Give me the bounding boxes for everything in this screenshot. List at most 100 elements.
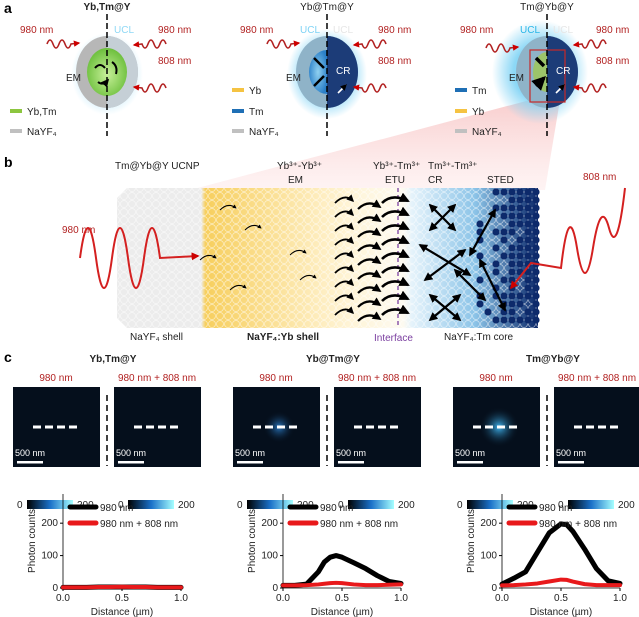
tm-ion <box>508 316 515 323</box>
tm-ion <box>524 284 531 291</box>
scale-bar <box>237 461 263 464</box>
ucl-label-dim: UCL <box>553 25 573 36</box>
tm-ion <box>532 308 539 315</box>
group-title: Tm@Yb@Y <box>526 354 580 365</box>
scale-bar-label: 500 nm <box>235 448 265 458</box>
tm-ion <box>500 276 507 283</box>
tm-ion <box>492 268 499 275</box>
tm-ion <box>532 236 539 243</box>
x-tick-label: 0.5 <box>554 593 568 604</box>
tm-ion <box>524 252 531 259</box>
colorbar <box>128 500 174 509</box>
yb-shell-label: NaYF₄:Yb shell <box>247 332 319 343</box>
tm-ion <box>492 244 499 251</box>
legend-label: NaYF₄ <box>249 127 279 138</box>
line-chart: 0.00.51.00100200Distance (µm)Photon coun… <box>247 494 408 617</box>
image-label: 980 nm <box>39 373 72 384</box>
image-label: 980 nm + 808 nm <box>338 373 416 384</box>
ucl-label-dim: UCL <box>333 25 353 36</box>
colorbar-min: 0 <box>457 500 463 511</box>
x-tick-label: 0.5 <box>335 593 349 604</box>
tm-ion <box>508 228 515 235</box>
legend-swatch <box>10 109 22 113</box>
y-tick-label: 0 <box>491 583 497 594</box>
tm-ion <box>516 196 523 203</box>
image-group: Tm@Yb@Y980 nm500 nm0200980 nm + 808 nm50… <box>453 354 639 511</box>
tm-ion <box>524 316 531 323</box>
shell-label: NaYF₄ shell <box>130 332 183 343</box>
tm-ion <box>476 276 483 283</box>
scale-bar-label: 500 nm <box>116 448 146 458</box>
tm-ion <box>524 212 531 219</box>
tm-ion <box>516 316 523 323</box>
particle-yb-tm-y: Yb,Tm@Y UCL EM 980 nm 980 nm 808 nm Yb,T… <box>10 2 191 138</box>
laser-label-980-right: 980 nm <box>378 25 411 36</box>
tm-ion <box>516 212 523 219</box>
panel-a-label: a <box>4 0 12 16</box>
laser-label-980-right: 980 nm <box>158 25 191 36</box>
em-label: EM <box>286 73 301 84</box>
legend-swatch <box>455 129 467 133</box>
laser-label-980-left: 980 nm <box>460 25 493 36</box>
y-tick-label: 0 <box>272 583 278 594</box>
tm-ion <box>516 204 523 211</box>
y-tick-label: 0 <box>52 583 58 594</box>
legend-label: Tm <box>472 86 486 97</box>
legend-swatch <box>10 129 22 133</box>
tm-ion <box>508 212 515 219</box>
y-tick-label: 100 <box>480 551 497 562</box>
image-label: 980 nm + 808 nm <box>118 373 196 384</box>
tm-ion <box>532 292 539 299</box>
x-axis-label: Distance (µm) <box>311 607 373 617</box>
legend-swatch <box>232 109 244 113</box>
particle-tm-yb-y: Tm@Yb@Y UCL UCL CR EM 980 nm 980 nm 808 … <box>455 2 629 138</box>
series-line <box>63 587 181 588</box>
tm-ion <box>516 300 523 307</box>
colorbar <box>568 500 614 509</box>
tm-ion <box>532 300 539 307</box>
y-tick-label: 200 <box>480 518 497 529</box>
colorbar-max: 200 <box>618 500 635 511</box>
series-line <box>502 524 620 584</box>
ucl-label: UCL <box>114 25 134 36</box>
tm-ion <box>532 212 539 219</box>
tm-ion <box>532 204 539 211</box>
image-label: 980 nm <box>479 373 512 384</box>
image-label: 980 nm <box>259 373 292 384</box>
colorbar <box>348 500 394 509</box>
x-tick-label: 0.0 <box>56 593 70 604</box>
tm-ion <box>524 276 531 283</box>
scale-bar <box>338 461 364 464</box>
tm-ion <box>524 308 531 315</box>
tm-ion <box>532 196 539 203</box>
tm-ion <box>532 284 539 291</box>
wave-icon <box>47 40 79 48</box>
scale-bar-label: 500 nm <box>15 448 45 458</box>
wave-icon <box>134 40 166 48</box>
tm-ion <box>532 244 539 251</box>
tm-ion <box>516 252 523 259</box>
legend-swatch <box>232 88 244 92</box>
tm-ion <box>524 228 531 235</box>
em-label: EM <box>509 73 524 84</box>
particle-title: Tm@Yb@Y <box>520 2 574 13</box>
tm-ion <box>500 188 507 195</box>
yb-tm-label: Yb³⁺-Tm³⁺ <box>373 161 420 172</box>
laser-label-980-right: 980 nm <box>596 25 629 36</box>
x-axis-label: Distance (µm) <box>91 607 153 617</box>
y-axis-label: Photon counts <box>466 509 477 573</box>
legend-label: NaYF₄ <box>472 127 502 138</box>
tm-ion <box>524 196 531 203</box>
ucl-label: UCL <box>520 25 540 36</box>
laser-label-808: 808 nm <box>158 56 191 67</box>
tm-ion <box>508 308 515 315</box>
group-title: Yb,Tm@Y <box>90 354 137 365</box>
legend-label: 980 nm <box>320 503 353 514</box>
tm-ion <box>508 244 515 251</box>
series-line <box>283 556 401 586</box>
wave-icon <box>267 40 299 48</box>
x-tick-label: 1.0 <box>394 593 408 604</box>
particle-title: Yb,Tm@Y <box>84 2 131 13</box>
tm-ion <box>516 244 523 251</box>
tm-ion <box>492 316 499 323</box>
